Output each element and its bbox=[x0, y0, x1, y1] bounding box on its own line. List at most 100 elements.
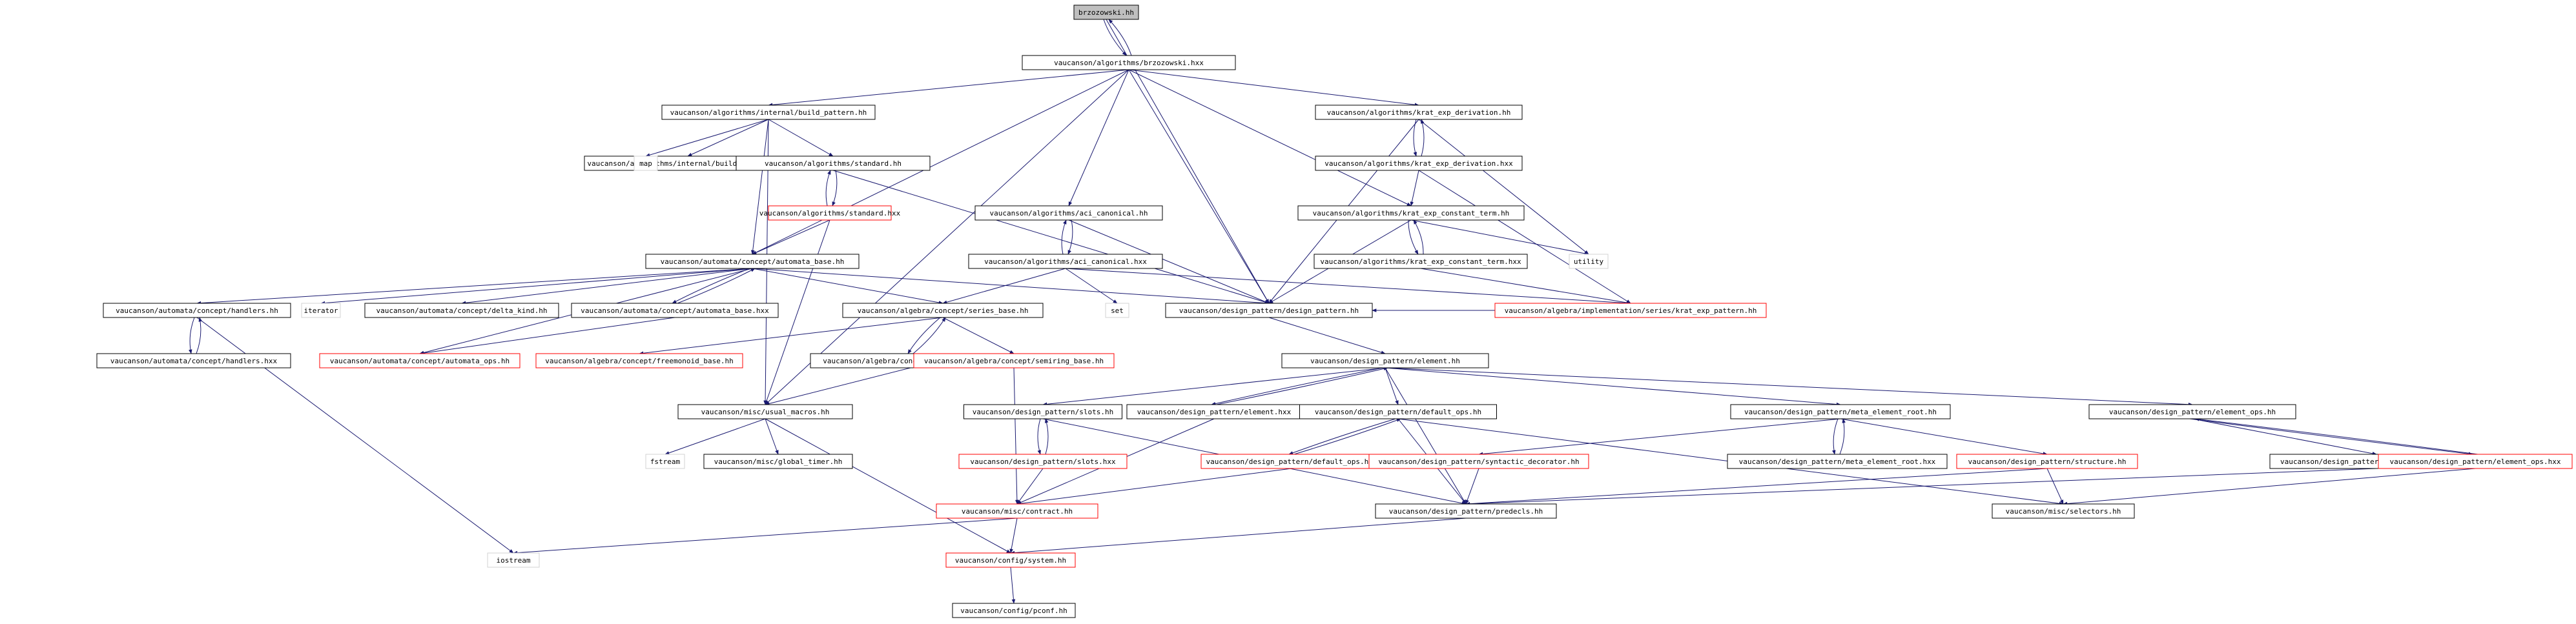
graph-node-n11[interactable]: vaucanson/algorithms/standard.hxx bbox=[759, 205, 901, 221]
node-box bbox=[952, 603, 1076, 618]
graph-node-n9[interactable]: vaucanson/algorithms/aci_canonical.hh bbox=[974, 205, 1163, 221]
dependency-edge-n2-n3 bbox=[768, 69, 1129, 107]
dependency-edge-n13-n22 bbox=[752, 268, 1270, 305]
dependency-edge-n4-n8 bbox=[1413, 119, 1417, 157]
graph-node-n39[interactable]: vaucanson/design_pattern/default_ops.hxx bbox=[1200, 454, 1383, 469]
dependency-edge-n38-n31 bbox=[1045, 418, 1049, 455]
dependency-edge-n46-n49 bbox=[1010, 518, 1467, 555]
dependency-edge-n29-n31 bbox=[1042, 367, 1386, 407]
node-label: vaucanson/algebra/implementation/series/… bbox=[1505, 307, 1757, 315]
graph-node-n8[interactable]: vaucanson/algorithms/krat_exp_derivation… bbox=[1315, 156, 1523, 171]
graph-node-n29[interactable]: vaucanson/design_pattern/element.hh bbox=[1281, 353, 1489, 368]
graph-node-n16[interactable]: vaucanson/automata/concept/handlers.hh bbox=[103, 303, 291, 318]
node-label: vaucanson/design_pattern/design_pattern.… bbox=[1179, 307, 1359, 315]
graph-node-n50[interactable]: vaucanson/config/pconf.hh bbox=[952, 603, 1076, 618]
dependency-edge-n15-n23 bbox=[1420, 268, 1631, 305]
dependency-edge-n11-n13 bbox=[752, 219, 830, 255]
node-label: vaucanson/misc/contract.hh bbox=[962, 507, 1073, 516]
graph-node-n35[interactable]: vaucanson/design_pattern/element_ops.hh bbox=[2088, 404, 2296, 419]
dependency-edge-n49-n50 bbox=[1010, 567, 1016, 604]
graph-node-n23[interactable]: vaucanson/algebra/implementation/series/… bbox=[1494, 303, 1767, 318]
graph-node-n46[interactable]: vaucanson/design_pattern/predecls.hh bbox=[1375, 503, 1557, 519]
graph-node-n41[interactable]: vaucanson/design_pattern/meta_element_ro… bbox=[1727, 454, 1948, 469]
node-box bbox=[1992, 503, 2135, 519]
node-label: iterator bbox=[304, 307, 338, 315]
dependency-edge-n34-n41 bbox=[1832, 418, 1839, 455]
node-label: vaucanson/design_pattern/syntactic_decor… bbox=[1378, 458, 1579, 466]
dependency-edge-n38-n45 bbox=[1016, 468, 1044, 505]
node-label: vaucanson/algorithms/aci_canonical.hh bbox=[989, 209, 1148, 217]
node-box bbox=[487, 552, 540, 568]
node-label: vaucanson/misc/usual_macros.hh bbox=[701, 408, 830, 416]
node-label: vaucanson/design_pattern/default_ops.hxx bbox=[1206, 458, 1377, 466]
node-label: vaucanson/design_pattern/slots.hh bbox=[973, 408, 1114, 416]
graph-node-n32[interactable]: vaucanson/design_pattern/element.hxx bbox=[1126, 404, 1302, 419]
graph-node-n3[interactable]: vaucanson/algorithms/internal/build_patt… bbox=[661, 105, 876, 120]
dependency-edge-n39-n45 bbox=[1016, 468, 1292, 505]
node-label: vaucanson/automata/concept/delta_kind.hh bbox=[376, 307, 548, 315]
graph-node-n22[interactable]: vaucanson/design_pattern/design_pattern.… bbox=[1165, 303, 1373, 318]
dependency-edge-n3-n5 bbox=[687, 119, 769, 157]
graph-node-n14[interactable]: vaucanson/algorithms/aci_canonical.hxx bbox=[968, 254, 1163, 269]
graph-node-n49[interactable]: vaucanson/config/system.hh bbox=[945, 552, 1076, 568]
graph-node-n33[interactable]: vaucanson/design_pattern/default_ops.hh bbox=[1299, 404, 1497, 419]
graph-node-n18[interactable]: vaucanson/automata/concept/delta_kind.hh bbox=[364, 303, 559, 318]
graph-node-n40[interactable]: vaucanson/design_pattern/syntactic_decor… bbox=[1368, 454, 1589, 469]
graph-node-n19[interactable]: vaucanson/automata/concept/automata_base… bbox=[571, 303, 779, 318]
node-label: fstream bbox=[650, 458, 681, 466]
dependency-edge-n14-n20 bbox=[1065, 268, 1118, 304]
graph-node-n44[interactable]: vaucanson/design_pattern/element_ops.hxx bbox=[2378, 454, 2573, 469]
graph-node-n2[interactable]: vaucanson/algorithms/brzozowski.hxx bbox=[1022, 55, 1236, 70]
dependency-edge-n41-n34 bbox=[1839, 418, 1846, 455]
node-label: vaucanson/algorithms/krat_exp_constant_t… bbox=[1320, 257, 1521, 266]
node-label: vaucanson/algebra/concept/series_base.hh bbox=[858, 307, 1029, 315]
node-box bbox=[645, 254, 860, 269]
graph-node-n47[interactable]: vaucanson/misc/selectors.hh bbox=[1992, 503, 2135, 519]
dependency-edge-n42-n47 bbox=[2046, 468, 2064, 505]
node-label: vaucanson/algorithms/krat_exp_derivation… bbox=[1327, 108, 1511, 117]
node-box bbox=[1022, 55, 1236, 70]
node-label: vaucanson/algorithms/standard.hxx bbox=[759, 209, 901, 217]
node-box bbox=[1105, 303, 1129, 318]
graph-node-n30[interactable]: vaucanson/misc/usual_macros.hh bbox=[677, 404, 853, 419]
node-label: vaucanson/automata/concept/automata_ops.… bbox=[330, 357, 510, 365]
node-box bbox=[1315, 105, 1523, 120]
dependency-edge-n2-n13 bbox=[752, 69, 1129, 255]
dependency-edge-n30-n37 bbox=[765, 418, 779, 455]
graph-node-n10[interactable]: vaucanson/algorithms/krat_exp_constant_t… bbox=[1297, 205, 1525, 221]
graph-node-n13[interactable]: vaucanson/automata/concept/automata_base… bbox=[645, 254, 860, 269]
graph-node-n42[interactable]: vaucanson/design_pattern/structure.hh bbox=[1956, 454, 2138, 469]
graph-node-n1[interactable]: brzozowski.hh bbox=[1073, 5, 1139, 20]
graph-node-n24[interactable]: vaucanson/automata/concept/handlers.hxx bbox=[96, 353, 291, 368]
graph-node-n15[interactable]: vaucanson/algorithms/krat_exp_constant_t… bbox=[1314, 254, 1528, 269]
graph-node-n31[interactable]: vaucanson/design_pattern/slots.hh bbox=[963, 404, 1122, 419]
dependency-edge-n2-n1 bbox=[1108, 19, 1132, 56]
dependency-edge-n24-n16 bbox=[196, 317, 202, 354]
node-box bbox=[1727, 454, 1948, 469]
graph-node-n7[interactable]: vaucanson/algorithms/standard.hh bbox=[736, 156, 931, 171]
node-box bbox=[645, 454, 685, 469]
dependency-edge-n21-n26 bbox=[639, 317, 943, 356]
graph-node-n28[interactable]: vaucanson/algebra/concept/semiring_base.… bbox=[913, 353, 1115, 368]
dependency-edge-n10-n12 bbox=[1410, 219, 1589, 256]
dependency-edge-n19-n13 bbox=[677, 268, 756, 304]
node-label: vaucanson/automata/concept/automata_base… bbox=[661, 257, 845, 266]
graph-node-n37[interactable]: vaucanson/misc/global_timer.hh bbox=[703, 454, 853, 469]
graph-node-n25[interactable]: vaucanson/automata/concept/automata_ops.… bbox=[319, 353, 520, 368]
node-box bbox=[319, 353, 520, 368]
node-label: vaucanson/misc/global_timer.hh bbox=[714, 458, 843, 466]
graph-node-n34[interactable]: vaucanson/design_pattern/meta_element_ro… bbox=[1730, 404, 1951, 419]
graph-node-n45[interactable]: vaucanson/misc/contract.hh bbox=[936, 503, 1098, 519]
node-box bbox=[1494, 303, 1767, 318]
dependency-edge-n9-n22 bbox=[1068, 219, 1270, 304]
graph-node-n4[interactable]: vaucanson/algorithms/krat_exp_derivation… bbox=[1315, 105, 1523, 120]
dependency-edge-n14-n23 bbox=[1065, 268, 1631, 305]
graph-node-n26[interactable]: vaucanson/algebra/concept/freemonoid_bas… bbox=[535, 353, 743, 368]
node-label: brzozowski.hh bbox=[1078, 8, 1134, 17]
dependency-edge-n15-n10 bbox=[1413, 219, 1424, 255]
graph-node-n21[interactable]: vaucanson/algebra/concept/series_base.hh bbox=[842, 303, 1044, 318]
dependency-edge-n7-n11 bbox=[832, 170, 838, 206]
graph-node-n38[interactable]: vaucanson/design_pattern/slots.hxx bbox=[958, 454, 1128, 469]
dependency-edge-n14-n9 bbox=[1061, 219, 1067, 255]
